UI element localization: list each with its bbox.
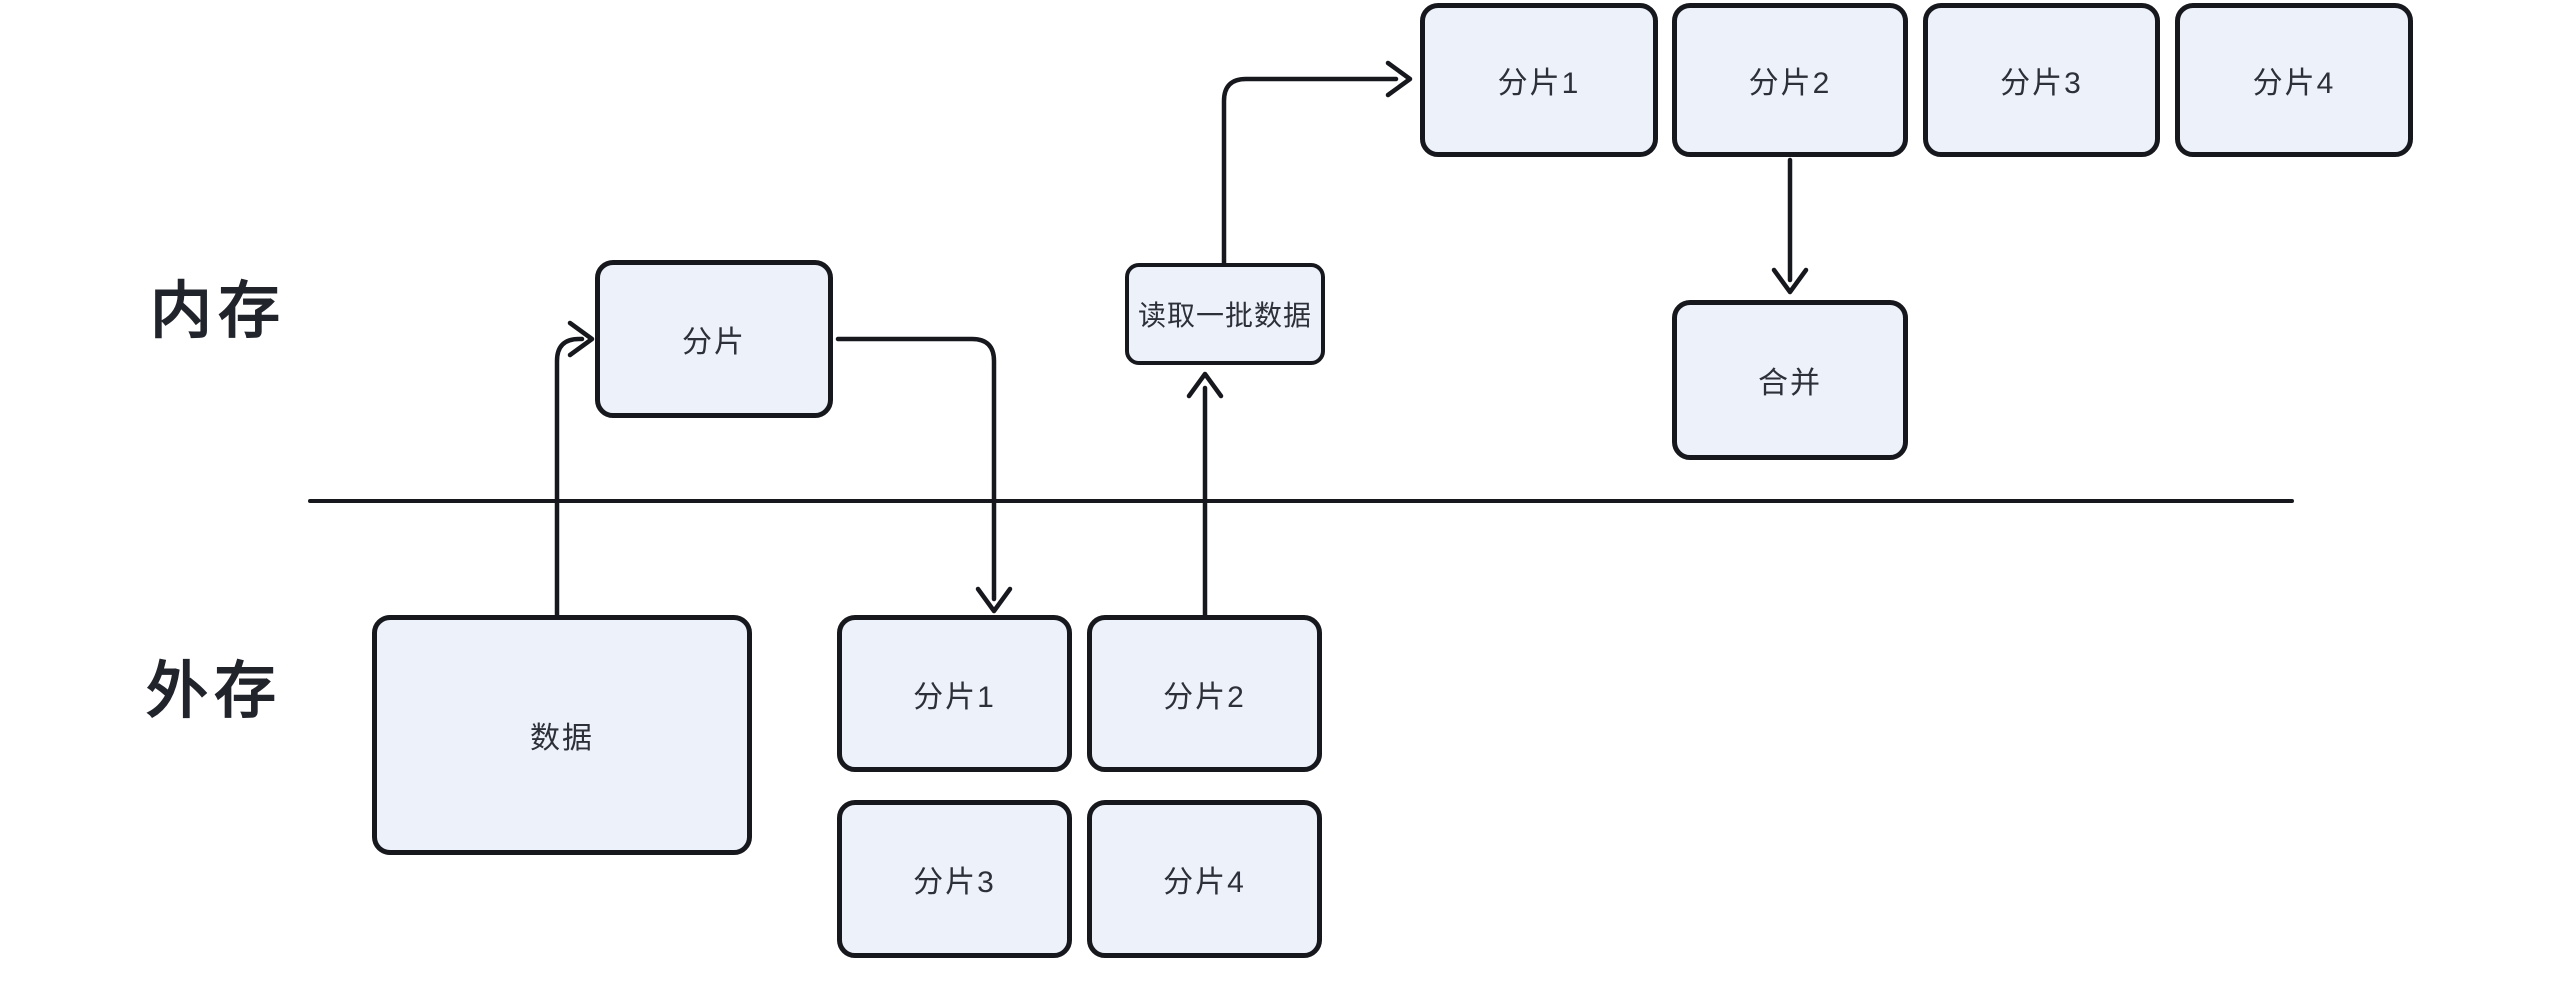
arrow-read-to-sorted-shard1-head [1385,60,1413,98]
arrow-shard-to-disk-shard1-head [975,586,1013,614]
arrow-data-to-shard-line [554,336,585,618]
arrow-disk-shard2-to-read-head [1186,371,1224,399]
arrow-read-to-sorted-shard1-line [1221,76,1399,266]
box-sorted-shard-1: 分片1 [1420,3,1658,157]
box-disk-shard-2: 分片2 [1087,615,1322,772]
box-sorted-shard-4: 分片4 [2175,3,2413,157]
arrow-data-to-shard-head [567,320,595,358]
box-sorted-shard-3: 分片3 [1923,3,2160,157]
box-data: 数据 [372,615,752,855]
arrow-shard-to-disk-shard1-line [835,336,997,602]
memory-zone-label: 内存 [150,277,287,346]
arrow-sorted-shard2-to-merge-head [1771,267,1809,295]
box-disk-shard-1: 分片1 [837,615,1072,772]
box-sorted-shard-2: 分片2 [1672,3,1908,157]
box-disk-shard-4: 分片4 [1087,800,1322,958]
box-disk-shard-3: 分片3 [837,800,1072,958]
box-memory-shard: 分片 [595,260,833,418]
box-read-batch: 读取一批数据 [1125,263,1325,365]
box-merge: 合并 [1672,300,1908,460]
external-storage-zone-label: 外存 [146,657,283,726]
